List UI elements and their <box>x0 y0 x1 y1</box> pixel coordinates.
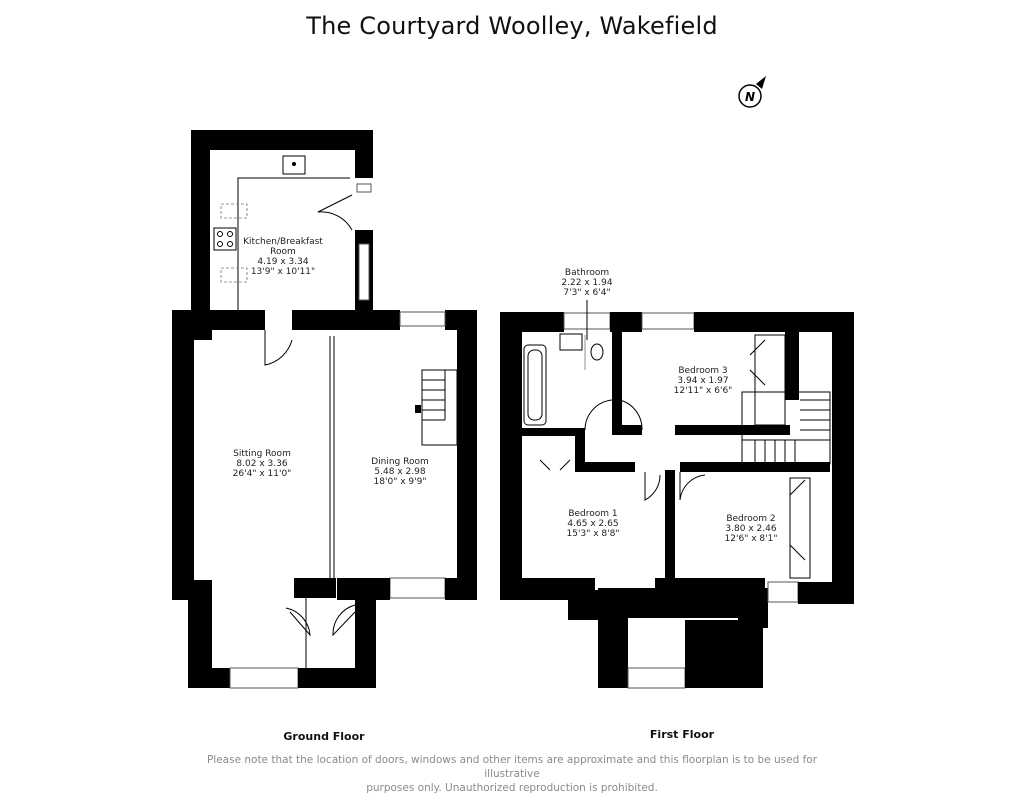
north-arrow-icon: N <box>738 76 766 108</box>
disclaimer-line-2: purposes only. Unauthorized reproduction… <box>366 782 658 794</box>
kitchen-name: Kitchen/Breakfast <box>243 237 323 247</box>
bathroom-metric: 2.22 x 1.94 <box>561 278 612 288</box>
page-title: The Courtyard Woolley, Wakefield <box>306 12 718 40</box>
bathroom-imperial: 7'3" x 6'4" <box>563 288 610 298</box>
bedroom-1-imperial: 15'3" x 8'8" <box>567 529 620 539</box>
kitchen-metric: 4.19 x 3.34 <box>257 257 308 267</box>
dining-room-name: Dining Room <box>371 457 429 467</box>
ground-floor-plan: Kitchen/Breakfast Room 4.19 x 3.34 13'9"… <box>172 130 477 743</box>
bedroom-1-name: Bedroom 1 <box>568 509 617 519</box>
disclaimer: Please note that the location of doors, … <box>180 753 844 795</box>
first-floor-plan: Bathroom 2.22 x 1.94 7'3" x 6'4" Bedroom… <box>500 268 854 741</box>
kitchen-name-line2: Room <box>270 247 296 257</box>
kitchen-imperial: 13'9" x 10'11" <box>251 267 315 277</box>
dining-room-imperial: 18'0" x 9'9" <box>374 477 427 487</box>
bedroom-2-imperial: 12'6" x 8'1" <box>725 534 778 544</box>
disclaimer-line-1: Please note that the location of doors, … <box>206 754 818 780</box>
bathroom-name: Bathroom <box>565 268 609 278</box>
ground-floor-label: Ground Floor <box>283 730 365 743</box>
bedroom-2-metric: 3.80 x 2.46 <box>725 524 776 534</box>
bedroom-3-metric: 3.94 x 1.97 <box>677 376 728 386</box>
first-floor-label: First Floor <box>650 728 715 741</box>
sitting-room-imperial: 26'4" x 11'0" <box>233 469 292 479</box>
bedroom-3-name: Bedroom 3 <box>678 366 727 376</box>
sitting-room-metric: 8.02 x 3.36 <box>236 459 287 469</box>
bedroom-3-imperial: 12'11" x 6'6" <box>674 386 733 396</box>
bedroom-1-metric: 4.65 x 2.65 <box>567 519 618 529</box>
compass-label: N <box>745 90 755 104</box>
dining-room-metric: 5.48 x 2.98 <box>374 467 425 477</box>
sitting-room-name: Sitting Room <box>233 449 291 459</box>
bedroom-2-name: Bedroom 2 <box>726 514 775 524</box>
